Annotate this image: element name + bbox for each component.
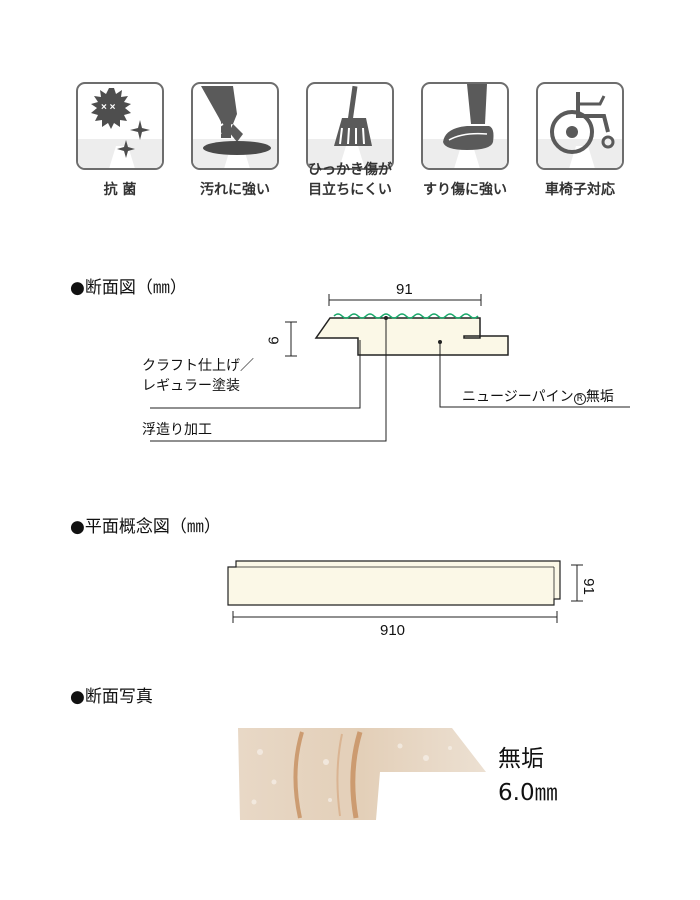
cross-thickness-label: 6 (265, 336, 283, 345)
photo-material-label: 無垢 (498, 746, 544, 772)
feature-label-scratch-line1: ひっかき傷が (308, 162, 392, 178)
finish-callout: クラフト仕上げ／ レギュラー塗装 (142, 356, 254, 396)
float-finish-wave (333, 313, 479, 319)
material-name: ニュージーパイン (462, 389, 574, 405)
board-plan-outline (227, 560, 561, 606)
feature-label-wheelchair: 車椅子対応 (545, 182, 615, 198)
cross-section-diagram (150, 294, 630, 442)
board-cross-section (314, 317, 509, 356)
finish-callout-line1: クラフト仕上げ／ (142, 358, 254, 374)
plan-view-diagram (227, 560, 583, 623)
antibacterial-icon: × × (76, 82, 164, 170)
cross-width-label: 91 (396, 281, 413, 298)
feature-label-scratch: ひっかき傷が 目立ちにくい (290, 160, 410, 200)
feature-label-scratch-line2: 目立ちにくい (308, 182, 392, 198)
broom-icon (306, 82, 394, 170)
slipper-icon (421, 82, 509, 170)
float-callout: 浮造り加工 (142, 422, 212, 438)
photo-heading: ●断面写真 (70, 687, 153, 707)
material-suffix: 無垢 (585, 389, 614, 405)
stain-resistant-icon (191, 82, 279, 170)
finish-leader-line (150, 340, 361, 409)
plan-view-heading: ●平面概念図（㎜） (70, 517, 221, 537)
registered-mark: R (573, 393, 586, 405)
feature-label-stain: 汚れに強い (200, 182, 270, 198)
material-leader-line (439, 342, 630, 408)
finish-callout-line2: レギュラー塗装 (142, 378, 240, 394)
feature-label-antibacterial: 抗 菌 (103, 182, 137, 198)
photo-thickness-label: 6.0㎜ (498, 780, 558, 806)
cross-section-heading: ●断面図（㎜） (70, 278, 187, 298)
feature-icons-row: × × (0, 0, 700, 210)
feature-label-scuff: すり傷に強い (423, 182, 507, 198)
plan-width-label: 91 (579, 578, 597, 595)
plan-length-label: 910 (380, 622, 406, 639)
wheelchair-icon (536, 82, 624, 170)
cross-section-photo (238, 728, 486, 820)
svg-text:× ×: × × (101, 102, 116, 113)
photo-caption: 無垢 6.0㎜ (498, 742, 558, 810)
float-leader-line (150, 318, 387, 442)
